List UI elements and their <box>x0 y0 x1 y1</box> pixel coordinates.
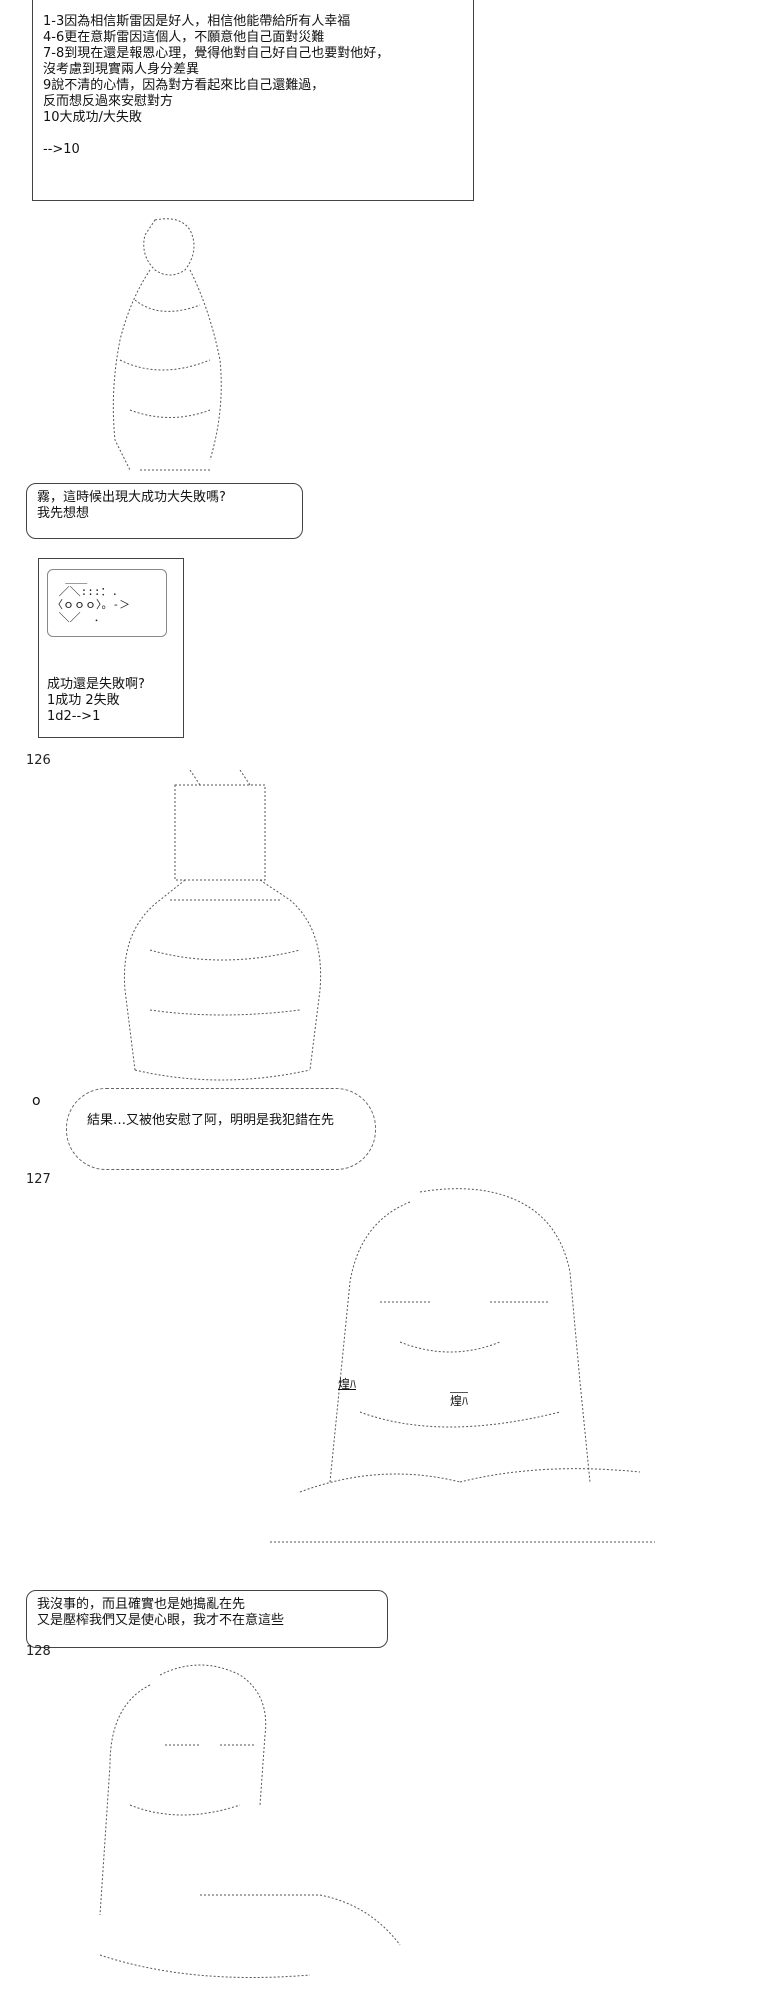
bubble-line: 我沒事的，而且確實也是她搗亂在先 <box>37 1597 246 1612</box>
name-tag-right: 煌ﾊ <box>450 1392 469 1408</box>
narration-line <box>43 126 389 142</box>
narration-line: 10大成功/大失敗 <box>43 110 142 125</box>
panel-number-126: 126 <box>26 753 51 768</box>
panel-number-128: 128 <box>26 1644 51 1659</box>
thought-cloud-1: 結果…又被他安慰了阿，明明是我犯錯在先 <box>66 1088 376 1170</box>
thought-dots: o <box>32 1093 41 1109</box>
dice-roll-box: ＿＿ ／＼:::：. 〈ｏｏｏ〉。-＞ ＼／ ． 成功還是失敗啊? 1成功 2失… <box>38 558 184 738</box>
character-art-girl-1 <box>60 210 240 480</box>
bubble-line: 又是壓榨我們又是使心眼，我才不在意這些 <box>37 1613 285 1628</box>
dice-line: 1d2-->1 <box>47 709 101 724</box>
narration-line: 反而想反過來安慰對方 <box>43 94 174 109</box>
character-art-bottom <box>70 1655 430 2000</box>
narration-text: 1-3因為相信斯雷因是好人，相信他能帶給所有人幸福 4-6更在意斯雷因這個人，不… <box>43 14 389 158</box>
narration-line: 沒考慮到現實兩人身分差異 <box>43 62 200 77</box>
narration-line: 7-8到現在還是報恩心理，覺得他對自己好自己也要對他好， <box>43 46 390 61</box>
speech-bubble-1: 霧，這時候出現大成功大失敗嗎? 我先想想 <box>26 483 303 539</box>
dice-face-art: ＿＿ ／＼:::：. 〈ｏｏｏ〉。-＞ ＼／ ． <box>47 569 167 637</box>
thought-text: 結果…又被他安慰了阿，明明是我犯錯在先 <box>87 1113 335 1128</box>
narration-box-top: 1-3因為相信斯雷因是好人，相信他能帶給所有人幸福 4-6更在意斯雷因這個人，不… <box>32 0 474 201</box>
bubble-line: 我先想想 <box>37 506 90 521</box>
dice-line: 1成功 2失敗 <box>47 693 120 708</box>
narration-line: 4-6更在意斯雷因這個人，不願意他自己面對災難 <box>43 30 325 45</box>
name-tag-left: 煌ﾊ <box>338 1377 357 1391</box>
narration-line: -->10 <box>43 142 80 157</box>
narration-line: 9說不清的心情，因為對方看起來比自己還難過， <box>43 78 325 93</box>
panel-number-127: 127 <box>26 1172 51 1187</box>
bubble-line: 霧，這時候出現大成功大失敗嗎? <box>37 490 226 505</box>
character-art-long-hair: 煌ﾊ 煌ﾊ <box>260 1182 665 1582</box>
character-art-back-view <box>90 770 350 1100</box>
dice-line: 成功還是失敗啊? <box>47 677 145 692</box>
speech-bubble-2: 我沒事的，而且確實也是她搗亂在先 又是壓榨我們又是使心眼，我才不在意這些 <box>26 1590 388 1648</box>
narration-line: 1-3因為相信斯雷因是好人，相信他能帶給所有人幸福 <box>43 14 351 29</box>
